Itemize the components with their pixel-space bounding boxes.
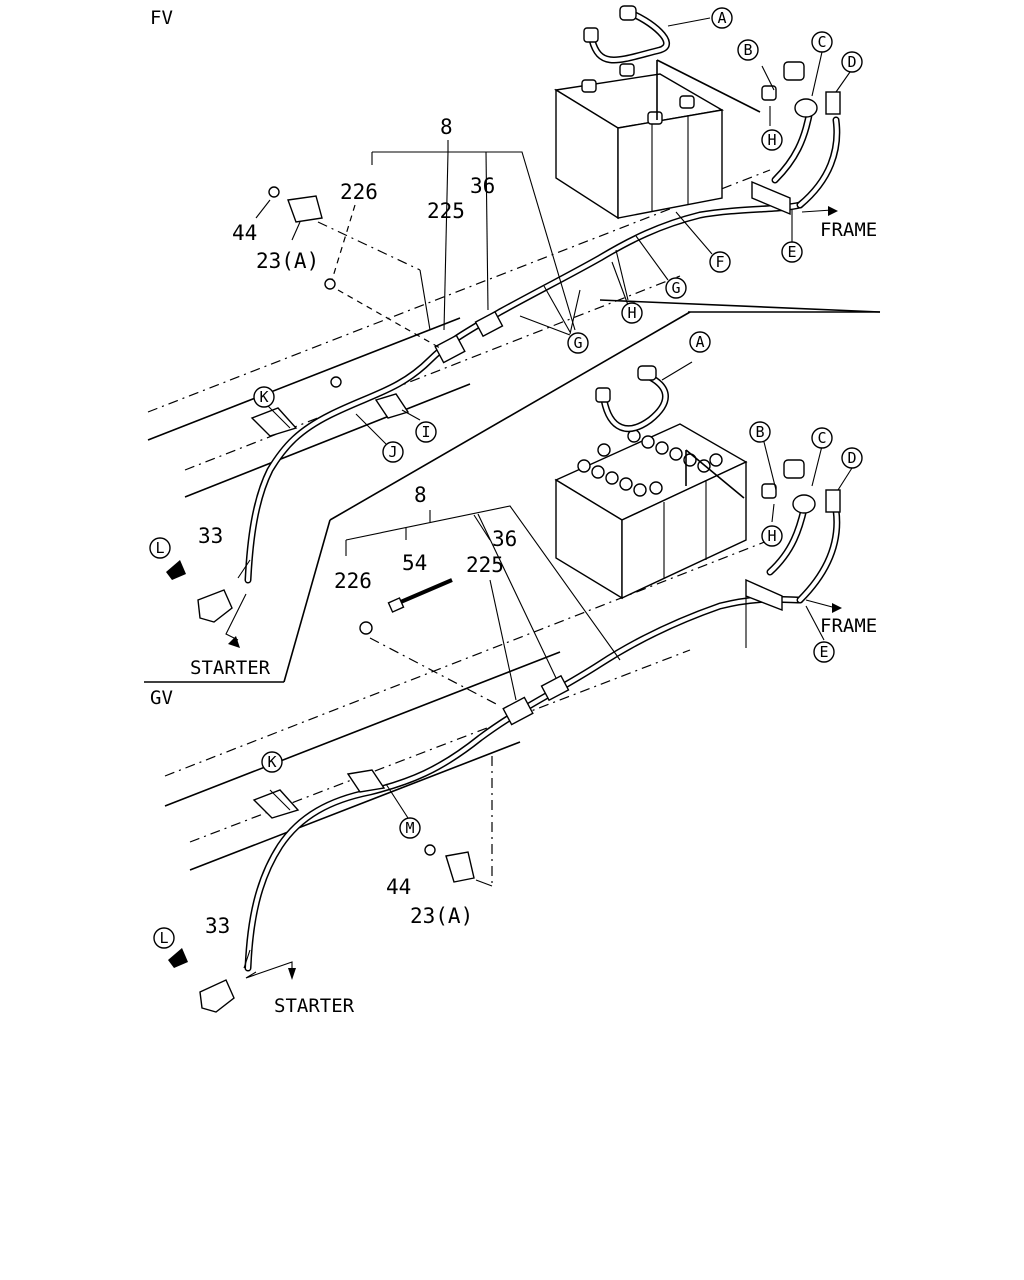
svg-text:K: K — [259, 388, 268, 406]
view-divider — [144, 311, 691, 683]
svg-text:K: K — [267, 753, 276, 771]
gv-part-numbers: 8 36 54 225 226 44 23(A) 33 FRAME STARTE… — [205, 483, 877, 1017]
svg-text:J: J — [388, 443, 397, 461]
svg-text:I: I — [421, 423, 430, 441]
gv-callout-a: A — [689, 331, 711, 353]
fv-callout-l: L — [149, 537, 171, 559]
fv-frame-label: FRAME — [820, 219, 877, 241]
fv-part-23a: 23(A) — [256, 249, 319, 273]
fv-view: FV — [147, 5, 881, 679]
svg-text:L: L — [159, 929, 168, 947]
fv-callouts: A B C D H F E G H G K I J L — [149, 7, 863, 559]
fv-starter-label: STARTER — [190, 657, 271, 679]
fv-part-numbers: 8 226 225 36 44 23(A) 33 FRAME STARTER — [190, 115, 877, 679]
fv-callout-j: J — [382, 441, 404, 463]
gv-frame-label: FRAME — [820, 615, 877, 637]
gv-frame-rails — [164, 535, 781, 871]
fv-part-36: 36 — [470, 174, 495, 198]
gv-battery-caps — [577, 429, 723, 497]
fv-callout-d: D — [841, 51, 863, 73]
gv-part-225: 225 — [466, 553, 504, 577]
svg-text:A: A — [717, 9, 726, 27]
svg-text:D: D — [847, 449, 856, 467]
fv-main-harness — [244, 106, 841, 584]
gv-starter-terminal — [168, 948, 296, 1013]
gv-callout-d: D — [841, 447, 863, 469]
fv-callout-h-top: H — [761, 129, 783, 151]
gv-callout-b: B — [749, 421, 771, 443]
gv-callout-k: K — [261, 751, 283, 773]
gv-callout-e: E — [813, 641, 835, 663]
gv-part-54: 54 — [402, 551, 427, 575]
svg-text:L: L — [155, 539, 164, 557]
gv-view-title: GV — [150, 687, 173, 709]
fv-starter-terminal — [166, 559, 251, 648]
fv-connectors — [324, 278, 504, 364]
fv-part-8: 8 — [440, 115, 453, 139]
fv-leader-lines — [255, 51, 851, 445]
gv-part-33: 33 — [205, 914, 230, 938]
svg-text:D: D — [847, 53, 856, 71]
svg-text:H: H — [767, 131, 776, 149]
gv-battery-jumper-cable — [595, 361, 693, 433]
fv-callout-b: B — [737, 39, 759, 61]
fv-callout-h-mid: H — [621, 302, 643, 324]
gv-part-36: 36 — [492, 527, 517, 551]
gv-view: GV — [150, 331, 877, 1017]
gv-callout-c: C — [811, 427, 833, 449]
svg-text:E: E — [819, 643, 828, 661]
fv-battery-jumper-cable — [583, 5, 711, 64]
gv-part-23a: 23(A) — [410, 904, 473, 928]
gv-callout-m: M — [399, 817, 421, 839]
fv-callout-e: E — [781, 241, 803, 263]
fv-callout-a: A — [711, 7, 733, 29]
svg-text:G: G — [671, 279, 680, 297]
svg-text:E: E — [787, 243, 796, 261]
svg-text:B: B — [743, 41, 752, 59]
gv-brackets — [252, 769, 475, 883]
gv-connectors — [359, 578, 570, 726]
fv-callout-f: F — [709, 251, 731, 273]
gv-batteries — [554, 423, 748, 600]
fv-callout-g-left: G — [567, 332, 589, 354]
gv-callout-h: H — [761, 525, 783, 547]
gv-starter-label: STARTER — [274, 995, 355, 1017]
svg-text:H: H — [767, 527, 776, 545]
gv-terminals — [745, 459, 841, 648]
fv-part-44: 44 — [232, 221, 257, 245]
gv-cable-tie-54 — [387, 578, 453, 613]
gv-part-8: 8 — [414, 483, 427, 507]
fv-frame-rails — [147, 169, 881, 498]
fv-callout-i: I — [415, 421, 437, 443]
fv-part-226: 226 — [340, 180, 378, 204]
svg-text:C: C — [817, 429, 826, 447]
gv-part-226: 226 — [334, 569, 372, 593]
svg-text:M: M — [405, 819, 414, 837]
gv-callouts: A B C D H E K M L — [153, 331, 863, 949]
svg-text:G: G — [573, 334, 582, 352]
fv-callout-g-right: G — [665, 277, 687, 299]
gv-part-44: 44 — [386, 875, 411, 899]
fv-callout-c: C — [811, 31, 833, 53]
svg-text:B: B — [755, 423, 764, 441]
gv-callout-l: L — [153, 927, 175, 949]
gv-leader-lines — [269, 441, 853, 887]
fv-callout-k: K — [253, 386, 275, 408]
svg-text:A: A — [695, 333, 704, 351]
fv-brackets — [250, 186, 410, 437]
fv-view-title: FV — [150, 7, 173, 29]
fv-part-33: 33 — [198, 524, 223, 548]
fv-batteries — [554, 59, 761, 220]
svg-text:F: F — [715, 253, 724, 271]
fv-part-225: 225 — [427, 199, 465, 223]
svg-text:C: C — [817, 33, 826, 51]
fv-terminals — [751, 61, 841, 216]
svg-text:H: H — [627, 304, 636, 322]
